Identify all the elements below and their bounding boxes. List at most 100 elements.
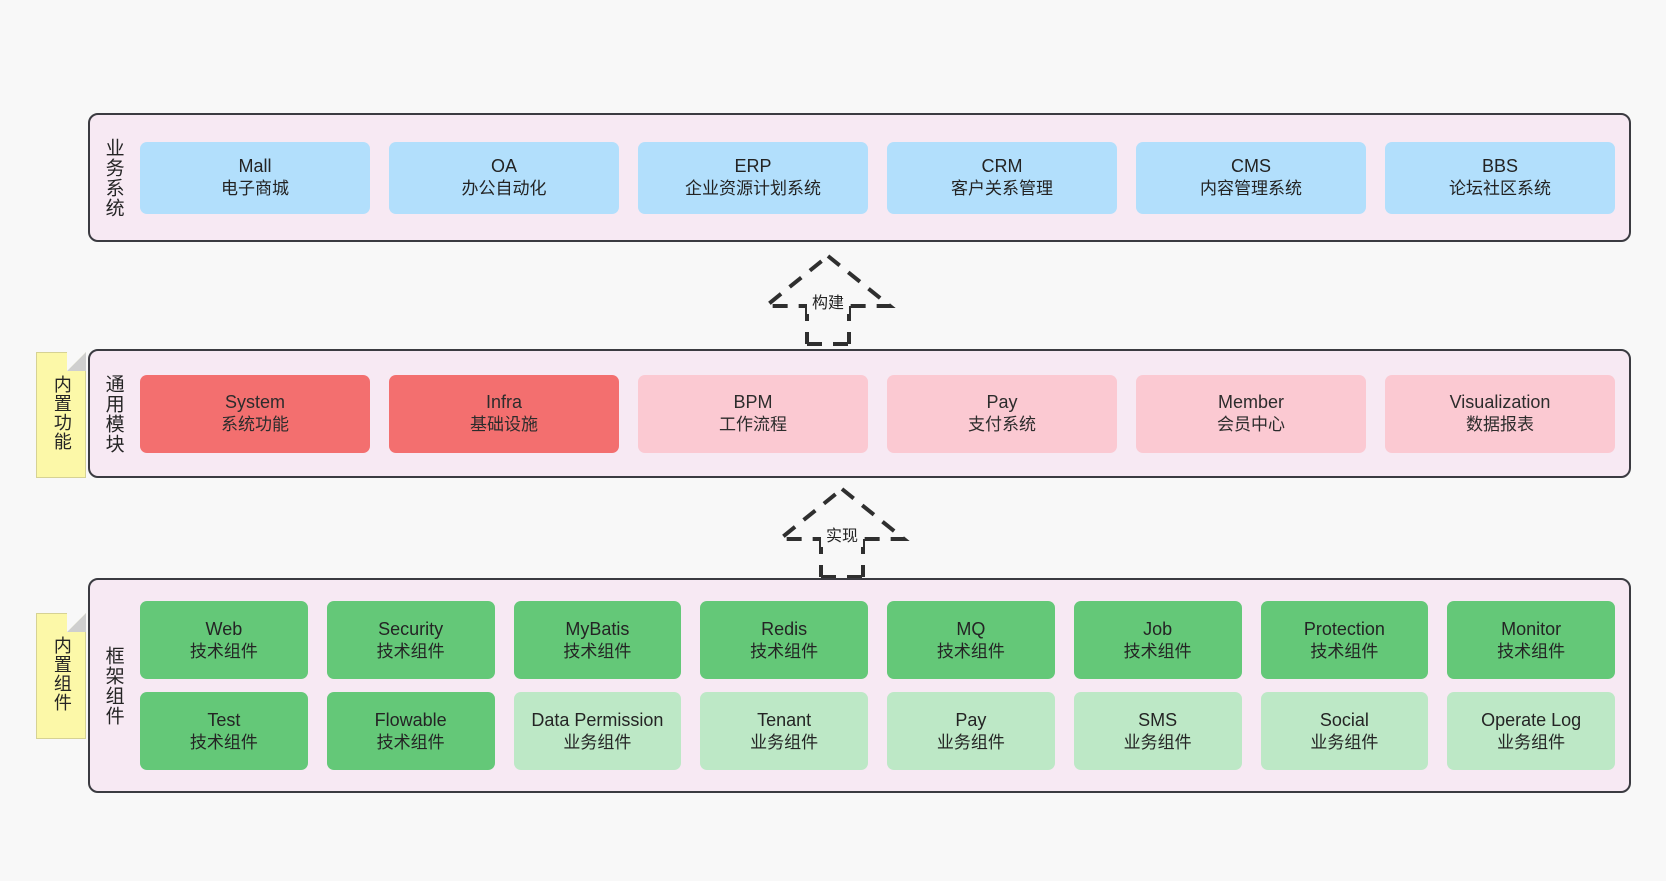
card-title-cn: 电子商城 [221, 179, 289, 199]
card-title-en: Tenant [757, 709, 812, 730]
card-bpm[interactable]: BPM 工作流程 [638, 374, 868, 453]
layer-title-common-module: 通用模块 [102, 373, 124, 454]
connector-implement: 实现 [752, 483, 932, 579]
card-mq[interactable]: MQ 技术组件 [887, 601, 1055, 679]
card-erp[interactable]: ERP 企业资源计划系统 [638, 141, 868, 214]
card-title-cn: 技术组件 [750, 641, 819, 661]
card-row: Web 技术组件 Security 技术组件 MyBatis 技术组件 Redi… [140, 601, 1615, 679]
card-title-cn: 企业资源计划系统 [685, 179, 821, 199]
card-operate-log[interactable]: Operate Log 业务组件 [1447, 692, 1615, 770]
card-crm[interactable]: CRM 客户关系管理 [887, 141, 1117, 214]
card-title-cn: 技术组件 [563, 641, 632, 661]
layer-body-business-system: Mall 电子商城 OA 办公自动化 ERP 企业资源计划系统 CRM 客户关系… [136, 115, 1629, 240]
card-title-en: Test [207, 709, 241, 730]
card-redis[interactable]: Redis 技术组件 [700, 601, 868, 679]
card-title-cn: 业务组件 [1310, 732, 1379, 752]
card-title-en: Data Permission [531, 709, 664, 730]
card-data-permission[interactable]: Data Permission 业务组件 [513, 692, 682, 770]
card-title-cn: 业务组件 [563, 732, 632, 752]
card-title-en: Visualization [1449, 392, 1551, 413]
card-title-cn: 技术组件 [376, 732, 445, 752]
card-title-cn: 会员中心 [1217, 415, 1285, 435]
note-builtin-function: 内置功能 [36, 352, 86, 478]
card-title-cn: 办公自动化 [461, 179, 547, 199]
card-row: Mall 电子商城 OA 办公自动化 ERP 企业资源计划系统 CRM 客户关系… [140, 141, 1615, 214]
card-title-en: Pay [986, 392, 1018, 413]
connector-label-build: 构建 [806, 288, 850, 314]
card-title-en: Mall [238, 156, 272, 177]
card-title-cn: 业务组件 [936, 732, 1005, 752]
connector-label-implement: 实现 [820, 521, 864, 547]
card-title-en: SMS [1138, 709, 1178, 730]
card-title-en: Infra [485, 392, 523, 413]
card-title-en: CMS [1231, 156, 1271, 177]
card-title-cn: 业务组件 [1497, 732, 1566, 752]
card-monitor[interactable]: Monitor 技术组件 [1447, 601, 1615, 679]
card-title-cn: 基础设施 [470, 415, 538, 435]
card-member[interactable]: Member 会员中心 [1136, 374, 1366, 453]
card-title-en: Monitor [1501, 618, 1562, 639]
card-title-en: Redis [761, 618, 808, 639]
card-title-en: MQ [956, 618, 986, 639]
card-title-en: Flowable [374, 709, 447, 730]
layer-body-common-module: System 系统功能 Infra 基础设施 BPM 工作流程 Pay 支付系统… [136, 351, 1629, 476]
card-title-cn: 技术组件 [189, 732, 258, 752]
card-title-cn: 内容管理系统 [1200, 179, 1302, 199]
card-title-en: Protection [1303, 618, 1385, 639]
card-title-cn: 技术组件 [1497, 641, 1566, 661]
card-title-cn: 技术组件 [376, 641, 445, 661]
layer-body-framework-component: Web 技术组件 Security 技术组件 MyBatis 技术组件 Redi… [136, 580, 1629, 791]
card-title-cn: 客户关系管理 [951, 179, 1053, 199]
card-cms[interactable]: CMS 内容管理系统 [1136, 141, 1366, 214]
card-system[interactable]: System 系统功能 [140, 374, 370, 453]
layer-title-framework-component: 框架组件 [102, 645, 124, 726]
card-job[interactable]: Job 技术组件 [1073, 601, 1242, 679]
card-title-cn: 系统功能 [221, 415, 289, 435]
card-bbs[interactable]: BBS 论坛社区系统 [1385, 141, 1615, 214]
card-title-cn: 工作流程 [719, 415, 787, 435]
card-security[interactable]: Security 技术组件 [326, 601, 495, 679]
layer-business-system: 业务系统 Mall 电子商城 OA 办公自动化 ERP 企业资源计划系统 CRM… [88, 113, 1631, 242]
card-title-cn: 论坛社区系统 [1449, 179, 1551, 199]
card-visualization[interactable]: Visualization 数据报表 [1385, 374, 1615, 453]
card-title-en: Security [378, 618, 444, 639]
card-pay-business[interactable]: Pay 业务组件 [887, 692, 1055, 770]
card-social[interactable]: Social 业务组件 [1260, 692, 1429, 770]
card-title-en: Social [1319, 709, 1369, 730]
card-infra[interactable]: Infra 基础设施 [389, 374, 619, 453]
card-title-cn: 业务组件 [750, 732, 819, 752]
card-title-en: OA [490, 156, 517, 177]
card-title-en: System [224, 392, 285, 413]
card-title-en: Web [205, 618, 243, 639]
card-title-cn: 业务组件 [1123, 732, 1192, 752]
card-title-en: CRM [981, 156, 1023, 177]
card-title-en: Member [1217, 392, 1284, 413]
card-protection[interactable]: Protection 技术组件 [1260, 601, 1429, 679]
card-flowable[interactable]: Flowable 技术组件 [326, 692, 495, 770]
card-test[interactable]: Test 技术组件 [140, 692, 308, 770]
note-builtin-component: 内置组件 [36, 613, 86, 739]
layer-common-module: 通用模块 System 系统功能 Infra 基础设施 BPM 工作流程 Pay… [88, 349, 1631, 478]
card-title-cn: 技术组件 [936, 641, 1005, 661]
card-title-en: ERP [734, 156, 772, 177]
card-title-cn: 数据报表 [1466, 415, 1534, 435]
card-title-en: BPM [733, 392, 773, 413]
card-title-cn: 技术组件 [189, 641, 258, 661]
card-title-en: MyBatis [565, 618, 630, 639]
card-web[interactable]: Web 技术组件 [140, 601, 308, 679]
card-pay[interactable]: Pay 支付系统 [887, 374, 1117, 453]
connector-build: 构建 [738, 250, 918, 346]
card-oa[interactable]: OA 办公自动化 [389, 141, 619, 214]
card-title-en: Operate Log [1481, 709, 1582, 730]
card-title-en: Pay [955, 709, 987, 730]
card-title-cn: 支付系统 [968, 415, 1036, 435]
card-tenant[interactable]: Tenant 业务组件 [700, 692, 868, 770]
card-title-en: Job [1143, 618, 1173, 639]
layer-framework-component: 框架组件 Web 技术组件 Security 技术组件 MyBatis 技术组件… [88, 578, 1631, 793]
card-mybatis[interactable]: MyBatis 技术组件 [513, 601, 682, 679]
card-row: Test 技术组件 Flowable 技术组件 Data Permission … [140, 692, 1615, 770]
card-sms[interactable]: SMS 业务组件 [1073, 692, 1242, 770]
card-mall[interactable]: Mall 电子商城 [140, 141, 370, 214]
layer-title-business-system: 业务系统 [102, 137, 124, 218]
